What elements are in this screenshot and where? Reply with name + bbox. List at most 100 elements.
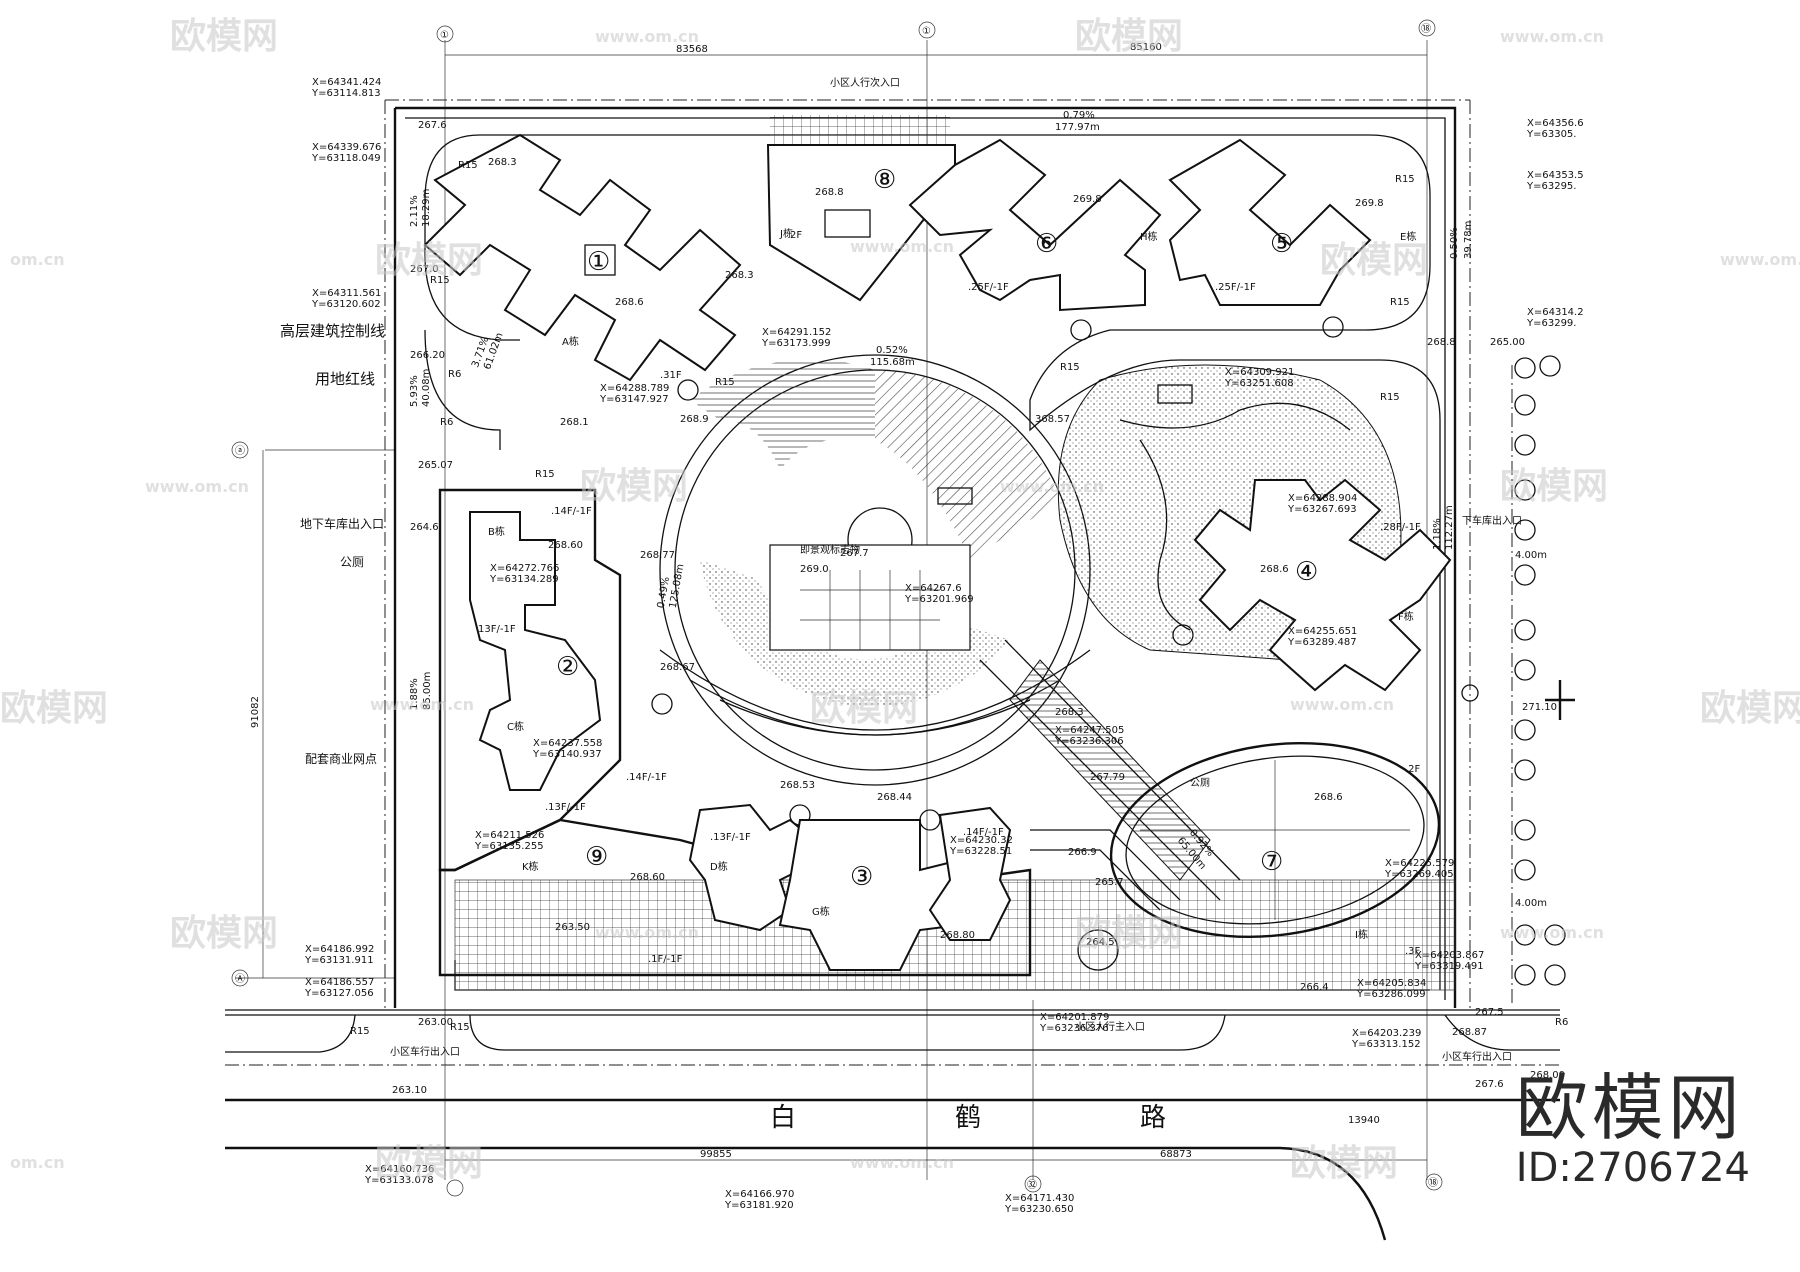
building-9-east	[928, 806, 1012, 941]
svg-text:268.60: 268.60	[630, 872, 665, 883]
svg-text:X=64255.651: X=64255.651	[1288, 626, 1357, 637]
svg-text:.31F: .31F	[660, 370, 682, 381]
svg-text:白: 白	[770, 1103, 798, 1133]
central-plaza	[659, 354, 1091, 786]
svg-text:R15: R15	[350, 1026, 370, 1037]
svg-text:268.8: 268.8	[1427, 337, 1456, 348]
svg-text:Y=63299.: Y=63299.	[1526, 318, 1576, 329]
svg-text:13940: 13940	[1348, 1115, 1380, 1126]
svg-text:268.87: 268.87	[1452, 1027, 1487, 1038]
svg-text:www.om.cn: www.om.cn	[1500, 923, 1604, 942]
svg-text:X=64272.766: X=64272.766	[490, 563, 559, 574]
label-highrise-control: 高层建筑控制线	[280, 322, 385, 340]
brand-logo: 欧模网 ID:2706724	[1516, 1072, 1750, 1192]
svg-text:X=64288.904: X=64288.904	[1288, 493, 1357, 504]
svg-text:0.50%: 0.50%	[1449, 227, 1460, 259]
svg-text:83568: 83568	[676, 44, 708, 55]
svg-text:R6: R6	[1555, 1017, 1568, 1028]
svg-text:Y=63181.920: Y=63181.920	[724, 1200, 794, 1211]
label-land-redline: 用地红线	[315, 370, 375, 388]
svg-text:Y=63286.099: Y=63286.099	[1356, 989, 1426, 1000]
svg-text:.13F/-1F: .13F/-1F	[545, 802, 586, 813]
svg-text:③: ③	[850, 862, 875, 892]
svg-text:266.9: 266.9	[1068, 847, 1097, 858]
svg-text:268.6: 268.6	[615, 297, 644, 308]
svg-text:268.6: 268.6	[1314, 792, 1343, 803]
svg-text:Y=63173.999: Y=63173.999	[761, 338, 831, 349]
svg-text:268.9: 268.9	[680, 414, 709, 425]
svg-text:268.53: 268.53	[780, 780, 815, 791]
svg-text:X=64314.2: X=64314.2	[1527, 307, 1584, 318]
svg-text:112.27m: 112.27m	[1444, 505, 1455, 550]
svg-text:268.67: 268.67	[660, 662, 695, 673]
svg-text:13F/-1F: 13F/-1F	[478, 624, 516, 635]
svg-text:85.00m: 85.00m	[422, 672, 433, 710]
paving-north	[770, 115, 950, 145]
svg-text:X=64211.526: X=64211.526	[475, 830, 544, 841]
svg-text:X=64205.834: X=64205.834	[1357, 978, 1426, 989]
svg-text:X=64203.867: X=64203.867	[1415, 950, 1484, 961]
svg-text:267.79: 267.79	[1090, 772, 1125, 783]
svg-text:Y=63251.608: Y=63251.608	[1224, 378, 1294, 389]
label-commercial: 配套商业网点	[305, 751, 377, 766]
svg-text:268.44: 268.44	[877, 792, 912, 803]
svg-text:R15: R15	[430, 275, 450, 286]
svg-text:⑥: ⑥	[1035, 229, 1060, 259]
svg-text:A栋: A栋	[562, 335, 579, 348]
svg-text:263.50: 263.50	[555, 922, 590, 933]
svg-text:267.6: 267.6	[1475, 1079, 1504, 1090]
svg-text:X=64166.970: X=64166.970	[725, 1189, 794, 1200]
svg-text:18.29m: 18.29m	[421, 189, 432, 227]
svg-text:⑤: ⑤	[1270, 229, 1295, 259]
svg-text:R15: R15	[450, 1022, 470, 1033]
svg-text:.14F/-1F: .14F/-1F	[551, 506, 592, 517]
tree-row	[1511, 355, 1575, 1005]
svg-text:.14F/-1F: .14F/-1F	[963, 827, 1004, 838]
dimension-labels: 83568 85160 91082 99855 68873 13940 4.00…	[250, 42, 1547, 1160]
svg-text:Y=63313.152: Y=63313.152	[1351, 1039, 1421, 1050]
svg-text:Y=63319.491: Y=63319.491	[1414, 961, 1484, 972]
floor-labels: .31F .25F/-1F .25F/-1F .14F/-1F .14F/-1F…	[478, 230, 1421, 965]
svg-text:欧模网: 欧模网	[1700, 688, 1800, 729]
grid-mark: Ⓐ	[235, 973, 245, 985]
building-numbers: ① ② ③ ④ ⑤ ⑥ ⑦ ⑧ ⑨	[556, 165, 1318, 892]
svg-text:欧模网: 欧模网	[580, 466, 688, 507]
svg-text:Y=63228.51: Y=63228.51	[949, 846, 1012, 857]
plaza-label: 即景观标志物	[800, 543, 860, 556]
svg-text:欧模网: 欧模网	[1320, 240, 1428, 281]
grid-mark: ①	[922, 26, 931, 37]
svg-text:欧模网: 欧模网	[170, 913, 278, 954]
svg-text:Y=63118.049: Y=63118.049	[311, 153, 381, 164]
oval-building-7	[1109, 741, 1441, 939]
svg-text:R15: R15	[715, 377, 735, 388]
label-toilet: 公厕	[340, 555, 364, 569]
annotations: 高层建筑控制线 用地红线 地下车库出入口 公厕 配套商业网点 小区人行次入口 小…	[280, 76, 1522, 1063]
grid-mark: ⓐ	[235, 445, 245, 457]
svg-text:Y=63201.969: Y=63201.969	[904, 594, 974, 605]
label-vehicle-entrance-left: 小区车行出入口	[390, 1045, 460, 1058]
svg-text:www.om.cn: www.om.cn	[850, 1153, 954, 1172]
svg-text:Y=63230.650: Y=63230.650	[1004, 1204, 1074, 1215]
svg-text:www.om.cn: www.om.cn	[1720, 250, 1800, 269]
svg-text:Y=63236.376: Y=63236.376	[1039, 1023, 1109, 1034]
svg-text:X=64203.239: X=64203.239	[1352, 1028, 1421, 1039]
svg-text:X=64160.736: X=64160.736	[365, 1164, 434, 1175]
svg-text:91082: 91082	[250, 696, 261, 728]
svg-text:①: ①	[587, 247, 612, 277]
svg-text:F栋: F栋	[1398, 610, 1414, 623]
svg-text:X=64171.430: X=64171.430	[1005, 1193, 1074, 1204]
svg-text:271.10: 271.10	[1522, 702, 1557, 713]
svg-text:Y=63140.937: Y=63140.937	[532, 749, 602, 760]
svg-text:D栋: D栋	[710, 860, 728, 873]
svg-text:1.18%: 1.18%	[1432, 518, 1443, 550]
svg-text:264.6: 264.6	[410, 522, 439, 533]
svg-text:X=64186.557: X=64186.557	[305, 977, 374, 988]
svg-text:Y=63127.056: Y=63127.056	[304, 988, 374, 999]
svg-text:X=64201.879: X=64201.879	[1040, 1012, 1109, 1023]
svg-text:R6: R6	[440, 417, 453, 428]
svg-text:www.om.cn: www.om.cn	[1000, 477, 1104, 496]
svg-text:265.00: 265.00	[1490, 337, 1525, 348]
svg-text:R15: R15	[458, 160, 478, 171]
trees	[651, 316, 1479, 831]
svg-text:欧模网: 欧模网	[810, 688, 918, 729]
